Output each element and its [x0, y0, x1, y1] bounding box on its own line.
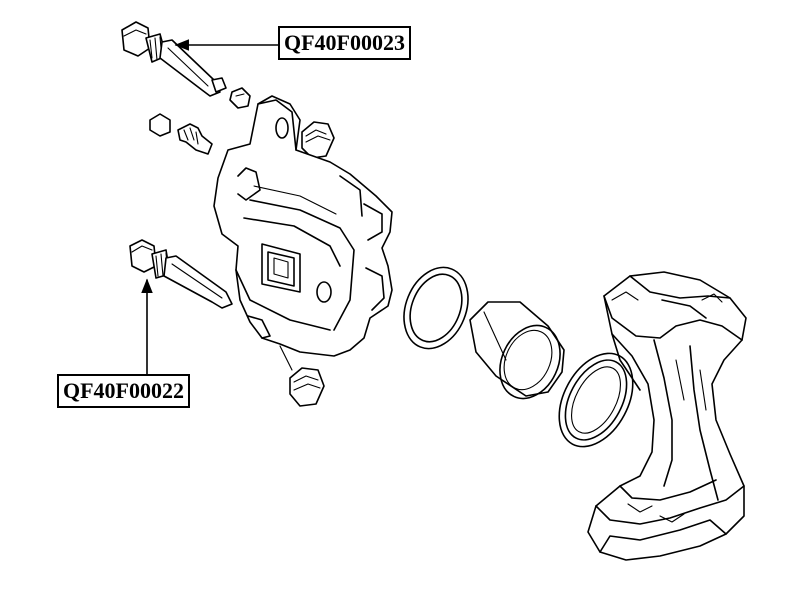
guide-pin-bush-small [229, 87, 251, 109]
guide-pin-boot-bottom [279, 345, 325, 407]
caliper-mounting-bracket [587, 271, 747, 561]
guide-pin-bolt-top [121, 21, 227, 97]
bleeder-cap [149, 113, 171, 137]
guide-pin-bolt-bottom [129, 239, 233, 309]
bleeder-screw [177, 123, 213, 155]
caliper-body [213, 95, 393, 357]
guide-pin-boot-top [301, 121, 335, 159]
piston [469, 301, 565, 400]
part-number-label-top: QF40F00023 [278, 26, 411, 60]
part-number-label-bottom: QF40F00022 [57, 374, 190, 408]
piston-seal-ring [403, 266, 469, 350]
